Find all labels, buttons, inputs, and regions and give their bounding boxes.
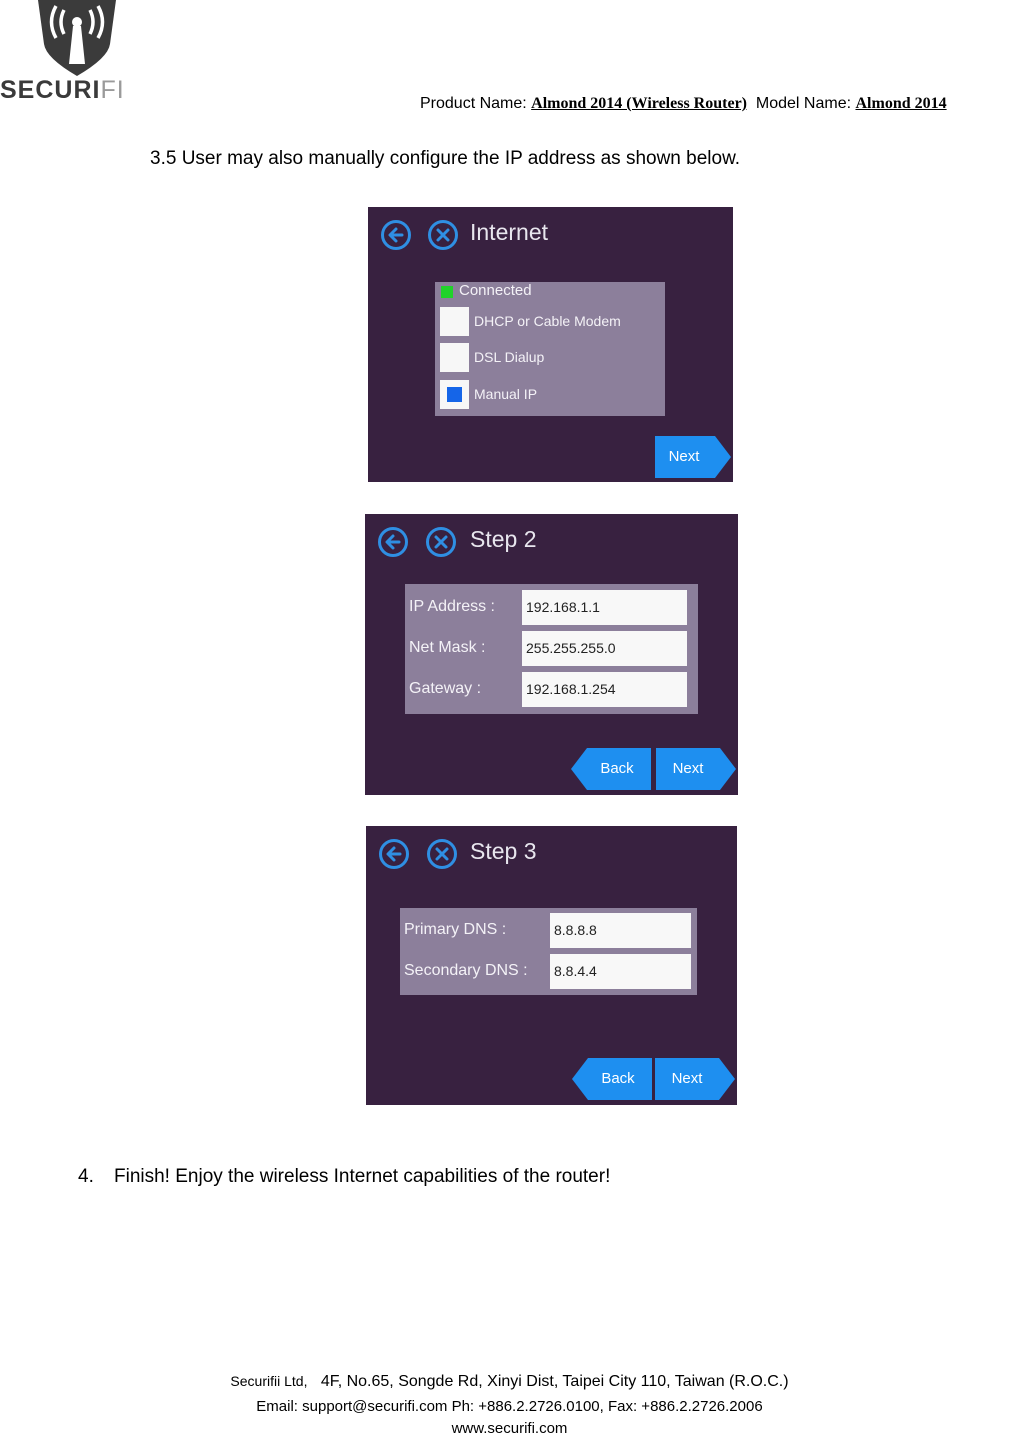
option-manual-ip-label: Manual IP xyxy=(474,386,538,402)
close-icon xyxy=(435,847,449,861)
screen-title: Internet xyxy=(470,219,548,245)
close-circle-button[interactable] xyxy=(427,839,457,869)
logo-wordmark: SECURIFI xyxy=(0,76,125,104)
screen-title: Step 3 xyxy=(470,838,537,864)
footer-company: Securifii Ltd, xyxy=(230,1373,308,1389)
footer-address: 4F, No.65, Songde Rd, Xinyi Dist, Taipei… xyxy=(320,1373,789,1390)
ip-settings-panel: IP Address : 192.168.1.1 Net Mask : 255.… xyxy=(405,584,698,714)
model-name: Almond 2014 xyxy=(855,95,947,112)
gateway-input[interactable]: 192.168.1.254 xyxy=(522,672,687,707)
securifi-logo: SECURIFI xyxy=(0,0,150,105)
option-dsl-checkbox[interactable] xyxy=(440,343,469,372)
ip-address-input[interactable]: 192.168.1.1 xyxy=(522,590,687,625)
option-dhcp-label: DHCP or Cable Modem xyxy=(474,313,621,329)
model-label: Model Name: xyxy=(755,95,856,112)
close-icon xyxy=(436,228,450,242)
arrow-left-icon xyxy=(388,227,404,243)
connection-status: Connected xyxy=(459,282,532,299)
finish-text: Finish! Enjoy the wireless Internet capa… xyxy=(114,1166,611,1187)
product-name: Almond 2014 (Wireless Router) xyxy=(531,95,747,112)
step3-screen: Step 3 Primary DNS : 8.8.8.8 Secondary D… xyxy=(366,826,737,1105)
option-dsl-label: DSL Dialup xyxy=(474,349,545,365)
arrow-left-icon xyxy=(385,534,401,550)
step2-screen: Step 2 IP Address : 192.168.1.1 Net Mask… xyxy=(365,514,738,795)
option-manual-ip-checkbox[interactable] xyxy=(440,380,469,409)
arrow-left-icon xyxy=(386,846,402,862)
document-header: Product Name: Almond 2014 (Wireless Rout… xyxy=(420,95,947,113)
back-circle-button[interactable] xyxy=(378,527,408,557)
connection-type-panel: Connected DHCP or Cable Modem DSL Dialup… xyxy=(435,282,665,416)
screen-title: Step 2 xyxy=(470,526,537,552)
back-button[interactable]: Back xyxy=(572,1058,654,1100)
ip-address-label: IP Address : xyxy=(409,598,495,615)
next-button[interactable]: Next xyxy=(653,436,733,478)
dns-settings-panel: Primary DNS : 8.8.8.8 Secondary DNS : 8.… xyxy=(400,908,697,995)
close-circle-button[interactable] xyxy=(428,220,458,250)
primary-dns-input[interactable]: 8.8.8.8 xyxy=(550,913,691,948)
net-mask-input[interactable]: 255.255.255.0 xyxy=(522,631,687,666)
next-button[interactable]: Next xyxy=(655,1058,737,1100)
back-circle-button[interactable] xyxy=(379,839,409,869)
footer-website: www.securifi.com xyxy=(451,1420,568,1437)
finish-step: 4. Finish! Enjoy the wireless Internet ca… xyxy=(78,1166,610,1188)
secondary-dns-input[interactable]: 8.8.4.4 xyxy=(550,954,691,989)
back-circle-button[interactable] xyxy=(381,220,411,250)
footer-address-line: Securifii Ltd, 4F, No.65, Songde Rd, Xin… xyxy=(0,1373,1019,1391)
checked-indicator xyxy=(447,387,462,402)
gateway-label: Gateway : xyxy=(409,680,482,697)
product-label: Product Name: xyxy=(420,95,532,112)
back-button[interactable]: Back xyxy=(571,748,653,790)
next-button[interactable]: Next xyxy=(656,748,738,790)
option-dhcp-checkbox[interactable] xyxy=(440,307,469,336)
footer-contact: Email: support@securifi.com Ph: +886.2.2… xyxy=(256,1398,763,1415)
internet-screen: Internet Connected DHCP or Cable Modem D… xyxy=(368,207,733,482)
close-icon xyxy=(434,535,448,549)
intro-paragraph: 3.5 User may also manually configure the… xyxy=(150,148,741,169)
primary-dns-label: Primary DNS : xyxy=(404,921,507,938)
step-number: 4. xyxy=(78,1166,94,1187)
close-circle-button[interactable] xyxy=(426,527,456,557)
shield-wifi-icon xyxy=(38,0,116,76)
net-mask-label: Net Mask : xyxy=(409,639,486,656)
secondary-dns-label: Secondary DNS : xyxy=(404,962,528,979)
connected-status-icon xyxy=(441,286,453,298)
